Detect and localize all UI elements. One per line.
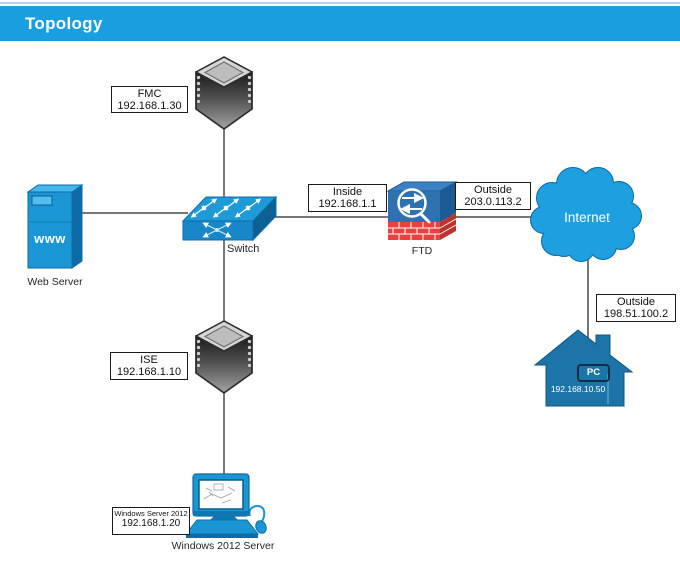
windows-server-ip: 192.168.1.20 xyxy=(121,518,181,529)
workstation-icon xyxy=(184,473,267,538)
network-links xyxy=(78,128,589,478)
fmc-ip: 192.168.1.30 xyxy=(117,100,182,112)
header-bar: Topology xyxy=(0,6,680,41)
inside-interface-label-box: Inside 192.168.1.1 xyxy=(308,184,387,212)
fmc-server-cube-icon xyxy=(195,56,253,130)
outside-ftd-ip: 203.0.113.2 xyxy=(464,196,522,208)
web-server-caption: Web Server xyxy=(27,276,83,288)
windows-server-label-box: Windows Server 2012 192.168.1.20 xyxy=(112,507,190,535)
ftd-firewall-icon xyxy=(386,181,458,240)
web-server-tower-icon xyxy=(26,184,84,269)
inside-ip: 192.168.1.1 xyxy=(318,198,377,210)
outside-home-ip: 198.51.100.2 xyxy=(603,308,669,320)
home-icon xyxy=(533,329,634,407)
fmc-label-box: FMC 192.168.1.30 xyxy=(111,86,188,113)
page-title: Topology xyxy=(25,14,103,33)
header-accent-strip xyxy=(0,2,680,4)
outside-ftd-name: Outside xyxy=(474,184,512,196)
internet-label: Internet xyxy=(564,210,610,225)
outside-home-name: Outside xyxy=(617,296,655,308)
inside-name: Inside xyxy=(332,186,363,198)
pc-badge: PC xyxy=(577,364,610,382)
windows-server-caption: Windows 2012 Server xyxy=(171,540,275,552)
outside-ftd-interface-label-box: Outside 203.0.113.2 xyxy=(455,182,531,210)
ise-label-box: ISE 192.168.1.10 xyxy=(110,352,188,380)
ftd-caption: FTD xyxy=(411,245,433,257)
workgroup-switch-icon xyxy=(181,195,278,242)
cloud-icon xyxy=(530,167,642,262)
home-pc-ip: 192.168.10.50 xyxy=(550,384,606,394)
windows-server-name: Windows Server 2012 xyxy=(114,509,188,518)
ise-name: ISE xyxy=(140,354,158,366)
switch-caption: Switch xyxy=(227,243,260,255)
web-server-face-text: www xyxy=(34,231,66,246)
ise-ip: 192.168.1.10 xyxy=(116,366,182,378)
ise-server-cube-icon xyxy=(195,320,253,394)
fmc-name: FMC xyxy=(137,88,162,100)
outside-home-interface-label-box: Outside 198.51.100.2 xyxy=(596,294,676,322)
